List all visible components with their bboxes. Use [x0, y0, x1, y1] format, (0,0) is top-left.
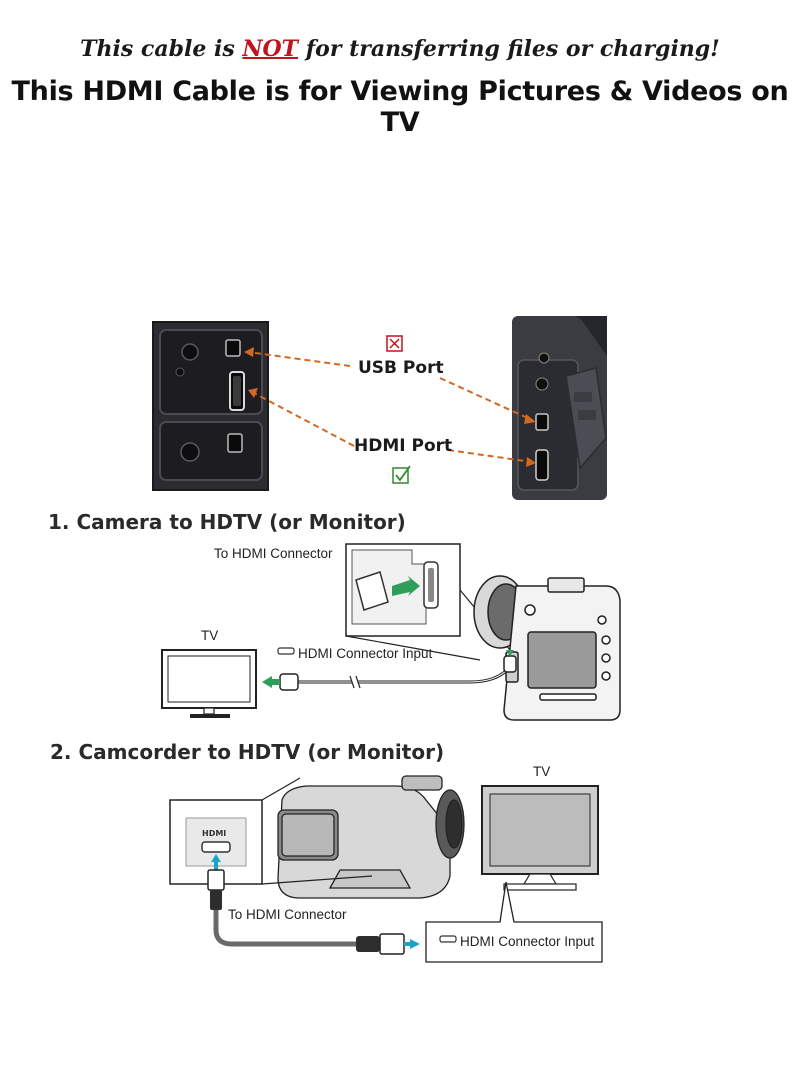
camcorder-to-tv-diagram: [169, 775, 603, 963]
usb-socket-right: [535, 413, 549, 431]
hdmi-connector-inset: [345, 543, 511, 661]
to-tv-arrow-icon: [262, 676, 280, 688]
usb-arrow-right: [439, 377, 533, 421]
usb-socket-left: [225, 339, 241, 357]
notice-emphasis: NOT: [242, 36, 299, 62]
usb-arrow-left: [247, 351, 351, 367]
hdmi-cable: [262, 650, 517, 691]
camera-drawing: [473, 575, 621, 721]
s2-tv-label: TV: [533, 764, 551, 779]
port-pointer-arrows: [247, 351, 533, 463]
page-title: This HDMI Cable is for Viewing Pictures …: [11, 76, 789, 138]
x-box-icon: [386, 335, 403, 352]
usb-port-label: USB Port: [358, 358, 444, 378]
hdmi-socket-right: [535, 449, 549, 481]
input-callout: [425, 881, 603, 963]
camera-body-side-photo: [512, 316, 607, 500]
s1-to-connector-label: To HDMI Connector: [214, 546, 333, 561]
check-box-icon: [392, 465, 411, 484]
port-comparison-diagram: [152, 316, 607, 500]
hdmi-plug-camcorder-end: [207, 869, 225, 891]
hdmi-plug-tv-end: [279, 673, 299, 691]
notice-suffix: for transferring files or charging!: [298, 36, 720, 62]
s2-port-marking: HDMI: [202, 829, 227, 838]
s2-input-label: HDMI Connector Input: [460, 934, 595, 949]
notice-prefix: This cable is: [80, 36, 243, 62]
hdmi-connector-icon: [277, 647, 295, 655]
camcorder-hdmi-socket: [201, 841, 231, 853]
camcorder-drawing: [277, 775, 465, 899]
hdmi-port-label: HDMI Port: [354, 436, 453, 456]
section-2-title: 2. Camcorder to HDTV (or Monitor): [50, 740, 445, 764]
tv-drawing: [161, 649, 257, 718]
hdmi-connector-icon-2: [439, 935, 457, 943]
hdmi-plug-tv-end-2: [356, 936, 380, 952]
s1-input-label: HDMI Connector Input: [298, 646, 433, 661]
tv-monitor-drawing: [481, 785, 599, 891]
camera-side-panel-photo: [152, 321, 269, 491]
camera-to-tv-diagram: [161, 543, 621, 721]
s1-tv-label: TV: [201, 628, 219, 643]
s2-to-connector-label: To HDMI Connector: [228, 907, 347, 922]
section-1-title: 1. Camera to HDTV (or Monitor): [48, 510, 406, 534]
insert-arrow-icon: [392, 576, 420, 596]
camcorder-hdmi-cable: [207, 854, 420, 955]
up-arrow-icon: [211, 854, 221, 862]
right-arrow-icon: [410, 939, 420, 949]
warning-notice: This cable is NOT for transferring files…: [0, 36, 800, 62]
hdmi-arrow-right: [447, 449, 533, 463]
hdmi-plug-camera-end: [503, 655, 517, 673]
